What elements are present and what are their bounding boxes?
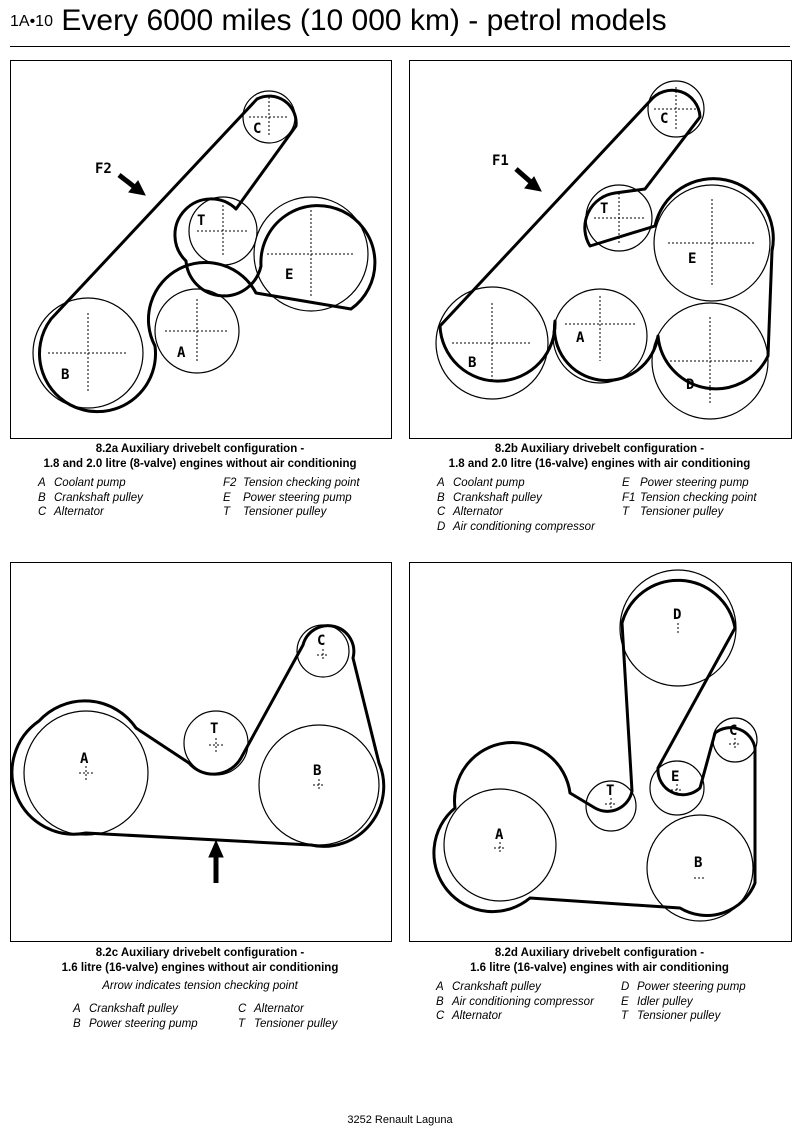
label-a: A (495, 827, 504, 843)
figure-8-2a-caption: 8.2a Auxiliary drivebelt configuration -… (43, 443, 357, 470)
pulley-t (585, 184, 653, 252)
label-b: B (694, 855, 702, 871)
pulley-a (154, 288, 240, 374)
tension-arrow (514, 167, 542, 192)
pulley-c (242, 90, 296, 144)
belt-path (432, 578, 757, 917)
belt-path (11, 624, 386, 848)
label-c: C (729, 723, 737, 739)
pulley-b (646, 814, 754, 922)
label-b: B (468, 355, 476, 371)
pulley-b (32, 297, 144, 409)
pulley-d (651, 302, 769, 420)
tension-arrow (117, 173, 146, 196)
label-c: C (253, 121, 261, 137)
label-e: E (688, 251, 696, 267)
figure-8-2c-note: Arrow indicates tension checking point (102, 980, 298, 992)
pulley-e (653, 184, 771, 302)
pulley-c (712, 717, 758, 763)
label-e: E (671, 769, 679, 785)
figure-8-2b-caption: 8.2b Auxiliary drivebelt configuration -… (448, 443, 751, 470)
pulley-t (188, 196, 258, 266)
figure-8-2c-diagram: A T B C (10, 562, 392, 942)
label-d: D (686, 377, 694, 393)
figure-8-2b-diagram: C T E A B D F1 (409, 60, 792, 439)
label-a: A (576, 330, 585, 346)
label-f2: F2 (95, 161, 112, 177)
pulley-a (552, 288, 648, 384)
page-header: 1A•10 Every 6000 miles (10 000 km) - pet… (10, 4, 667, 38)
pulley-c (296, 624, 350, 678)
page-title: Every 6000 miles (10 000 km) - petrol mo… (61, 4, 667, 37)
pulley-c (647, 80, 705, 138)
label-d: D (673, 607, 681, 623)
pulley-b (258, 724, 380, 846)
label-a: A (177, 345, 186, 361)
label-a: A (80, 751, 89, 767)
figure-8-2c-caption: 8.2c Auxiliary drivebelt configuration -… (61, 947, 339, 974)
figure-8-2a-diagram: C T E A B F2 (10, 60, 392, 439)
label-b: B (61, 367, 69, 383)
pulley-b (435, 286, 549, 400)
header-rule (10, 46, 790, 47)
label-e: E (285, 267, 293, 283)
label-t: T (197, 213, 205, 229)
belt-path (438, 88, 775, 391)
figure-8-2d-caption: 8.2d Auxiliary drivebelt configuration -… (470, 947, 729, 974)
belt-path (38, 94, 377, 414)
label-b: B (313, 763, 321, 779)
pulley-a (23, 710, 149, 836)
label-t: T (210, 721, 218, 737)
pulley-e (649, 760, 705, 816)
pulley-a (443, 788, 557, 902)
page-footer: 3252 Renault Laguna (347, 1114, 453, 1126)
label-t: T (600, 201, 608, 217)
pulley-e (253, 196, 369, 312)
pulley-d (619, 569, 737, 687)
label-f1: F1 (492, 153, 509, 169)
pulley-t (183, 710, 249, 776)
tension-arrow (208, 839, 224, 883)
pulley-t (585, 780, 637, 832)
label-c: C (660, 111, 668, 127)
label-c: C (317, 633, 325, 649)
label-t: T (606, 783, 614, 799)
page-reference: 1A•10 (10, 13, 53, 30)
figure-8-2d-diagram: A T D E C B (409, 562, 792, 942)
